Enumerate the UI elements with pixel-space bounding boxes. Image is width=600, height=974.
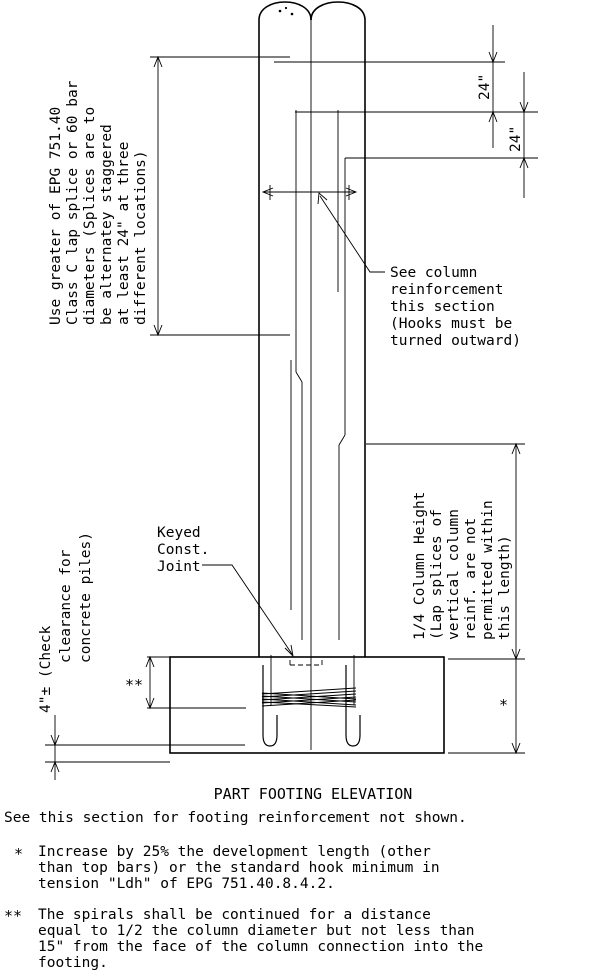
footnote-double-line-4: footing. (38, 955, 108, 971)
footnote-double-line-3: 15" from the face of the column connecti… (38, 939, 483, 955)
double-star-marker: ** (125, 676, 143, 694)
lap-splice-line-4: be alternatey staggered (99, 124, 115, 325)
pile-clearance-line-3: concrete piles) (78, 532, 94, 663)
footnote-double-star: ** The spirals shall be continued for a … (4, 907, 483, 971)
lap-splice-line-5: at least 24" at three (116, 142, 132, 325)
keyed-joint-line-2: Const. (157, 542, 209, 558)
footnote-single-star: * Increase by 25% the development length… (14, 844, 440, 892)
footnote-single-line-2: than top bars) or the standard hook mini… (38, 860, 440, 876)
column-reinf-note: See column reinforcement this section (H… (390, 265, 521, 349)
footnote-single-marker: * (14, 845, 23, 863)
vertical-reinforcement (262, 38, 361, 750)
keyed-joint-line-1: Keyed (157, 525, 201, 541)
footnote-single-line-1: Increase by 25% the development length (… (38, 844, 431, 860)
single-star-marker: * (499, 696, 508, 714)
drawing-subtitle: See this section for footing reinforceme… (4, 810, 467, 826)
pile-clearance-line-2: clearance for (58, 549, 74, 663)
upper-lap-dimension: 24" (477, 74, 493, 100)
quarter-height-line-2: (Lap splices of (429, 509, 445, 640)
column-reinf-line-5: turned outward) (390, 333, 521, 349)
quarter-height-line-3: vertical column (446, 509, 462, 640)
keyed-joint-line-3: Joint (157, 559, 201, 575)
spiral-reinforcement (261, 687, 357, 708)
quarter-height-line-1: 1/4 Column Height (412, 492, 428, 640)
pile-clearance-line-1: 4"± (Check (38, 625, 54, 713)
quarter-height-line-5: permitted within (480, 500, 496, 640)
lap-splice-line-2: Class C lap splice or 60 bar (65, 80, 81, 325)
footnote-double-line-1: The spirals shall be continued for a dis… (38, 907, 431, 923)
footnote-double-line-2: equal to 1/2 the column diameter but not… (38, 923, 475, 939)
pile-clearance-note: 4"± (Check clearance for concrete piles) (38, 532, 94, 713)
footnote-single-line-3: tension "Ldh" of EPG 751.40.8.4.2. (38, 876, 335, 892)
quarter-height-note: 1/4 Column Height (Lap splices of vertic… (412, 492, 513, 640)
column-reinf-line-4: (Hooks must be (390, 316, 512, 332)
drawing-title: PART FOOTING ELEVATION (214, 785, 413, 803)
lap-splice-line-1: Use greater of EPG 751.40 (48, 107, 64, 325)
lower-lap-dimension: 24" (508, 126, 524, 152)
lap-splice-line-3: diameters (Splices are to (82, 107, 98, 325)
leader-lines (202, 192, 385, 658)
dimension-lines (45, 25, 538, 780)
quarter-height-line-6: this length) (497, 535, 513, 640)
quarter-height-line-4: reinf. are not (463, 518, 479, 640)
lap-splice-note: Use greater of EPG 751.40 Class C lap sp… (48, 80, 149, 325)
column-reinf-line-1: See column (390, 265, 477, 281)
column-reinf-line-2: reinforcement (390, 282, 504, 298)
lap-splice-line-6: different locations) (133, 150, 149, 325)
column-outline (258, 1, 366, 657)
footing-outline (169, 656, 445, 754)
footnote-double-marker: ** (4, 907, 22, 925)
keyed-joint-note: Keyed Const. Joint (157, 525, 209, 575)
column-reinf-line-3: this section (390, 299, 495, 315)
